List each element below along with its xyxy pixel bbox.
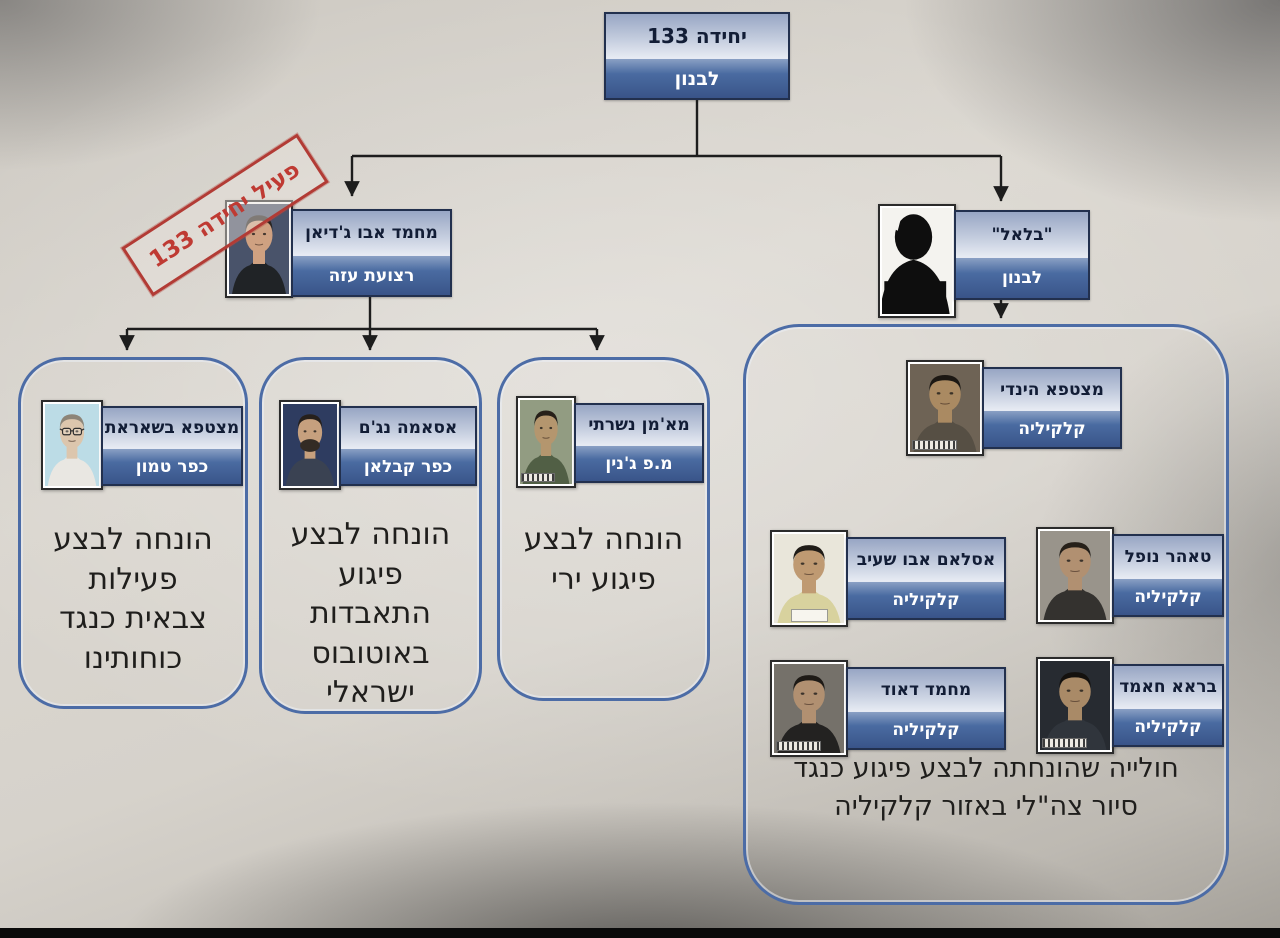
operative-2-mission: הונחה לבצע פיגוע התאבדות באוטובוס ישראלי [290, 517, 451, 711]
cell-member-4-place: קלקיליה [1114, 707, 1222, 745]
cell-member-2-name: טאהר נופל [1114, 536, 1222, 578]
cell-member-2-photo [1036, 527, 1114, 624]
cell-member-3-name: מחמד דאוד [848, 669, 1004, 711]
photo-edge [0, 928, 1280, 938]
operative-1-mission: הונחה לבצע פעילות צבאית כנגד כוחותינו [53, 522, 213, 676]
operative-1-node: מצטפא בשאראת כפר טמון [101, 406, 243, 486]
cell-member-4-name: בראא חאמד [1114, 666, 1222, 708]
commander-left-place: רצועת עזה [293, 255, 450, 295]
cell-leader-place: קלקיליה [984, 410, 1120, 447]
commander-right-name: "בלאל" [956, 212, 1088, 258]
commander-right-photo [878, 204, 956, 318]
id-number-strip [911, 440, 957, 451]
operative-2-node: אסאמה נג'ם כפר קבלאן [339, 406, 477, 486]
operative-group-2: אסאמה נג'ם כפר קבלאן הונחה לבצע פיגוע הת… [259, 357, 482, 714]
cell-member-1-name: אסלאם אבו שעיב [848, 539, 1004, 581]
id-number-strip [520, 472, 556, 483]
cell-member-3-place: קלקיליה [848, 710, 1004, 748]
cell-member-4-node: בראא חאמד קלקיליה [1112, 664, 1224, 747]
operative-1-photo [41, 400, 103, 490]
operative-1-name: מצטפא בשאראת [103, 408, 241, 449]
operative-group-1: מצטפא בשאראת כפר טמון הונחה לבצע פעילות … [18, 357, 248, 709]
id-number-strip [1041, 737, 1087, 749]
cell-member-1-place: קלקיליה [848, 580, 1004, 618]
cell-member-3-node: מחמד דאוד קלקיליה [846, 667, 1006, 750]
commander-left-node: מחמד אבו ג'דיאן רצועת עזה [291, 209, 452, 297]
commander-right-place: לבנון [956, 257, 1088, 298]
operative-2-place: כפר קבלאן [341, 448, 475, 484]
cell-member-2-place: קלקיליה [1114, 577, 1222, 615]
operative-1-place: כפר טמון [103, 448, 241, 484]
operative-3-place: מ.פ ג'נין [576, 445, 702, 481]
operative-2-name: אסאמה נג'ם [341, 408, 475, 449]
held-sign [791, 609, 828, 623]
cell-member-4-photo [1036, 657, 1114, 754]
cell-member-1-node: אסלאם אבו שעיב קלקיליה [846, 537, 1006, 620]
id-number-strip [775, 740, 821, 752]
cell-leader-name: מצטפא הינדי [984, 369, 1120, 411]
operative-3-name: מא'מן נשרתי [576, 405, 702, 446]
cell-group: מצטפא הינדי קלקיליה אסלאם אבו שעיב קלקיל… [743, 324, 1229, 905]
operative-3-node: מא'מן נשרתי מ.פ ג'נין [574, 403, 704, 483]
root-node-name: יחידה 133 [606, 14, 788, 59]
cell-caption: חולייה שהונחתה לבצע פיגוע כנגד סיור צה"ל… [793, 753, 1179, 823]
commander-right-node: "בלאל" לבנון [954, 210, 1090, 300]
cell-member-3-photo [770, 660, 848, 757]
root-node: יחידה 133 לבנון [604, 12, 790, 100]
cell-member-2-node: טאהר נופל קלקיליה [1112, 534, 1224, 617]
cell-leader-node: מצטפא הינדי קלקיליה [982, 367, 1122, 449]
operative-3-photo [516, 396, 576, 488]
root-node-place: לבנון [606, 58, 788, 98]
commander-left-photo [225, 200, 293, 298]
cell-member-1-photo [770, 530, 848, 627]
operative-group-3: מא'מן נשרתי מ.פ ג'נין הונחה לבצע פיגוע י… [497, 357, 710, 701]
commander-left-name: מחמד אבו ג'דיאן [293, 211, 450, 256]
operative-3-mission: הונחה לבצע פיגוע ירי [523, 522, 684, 597]
